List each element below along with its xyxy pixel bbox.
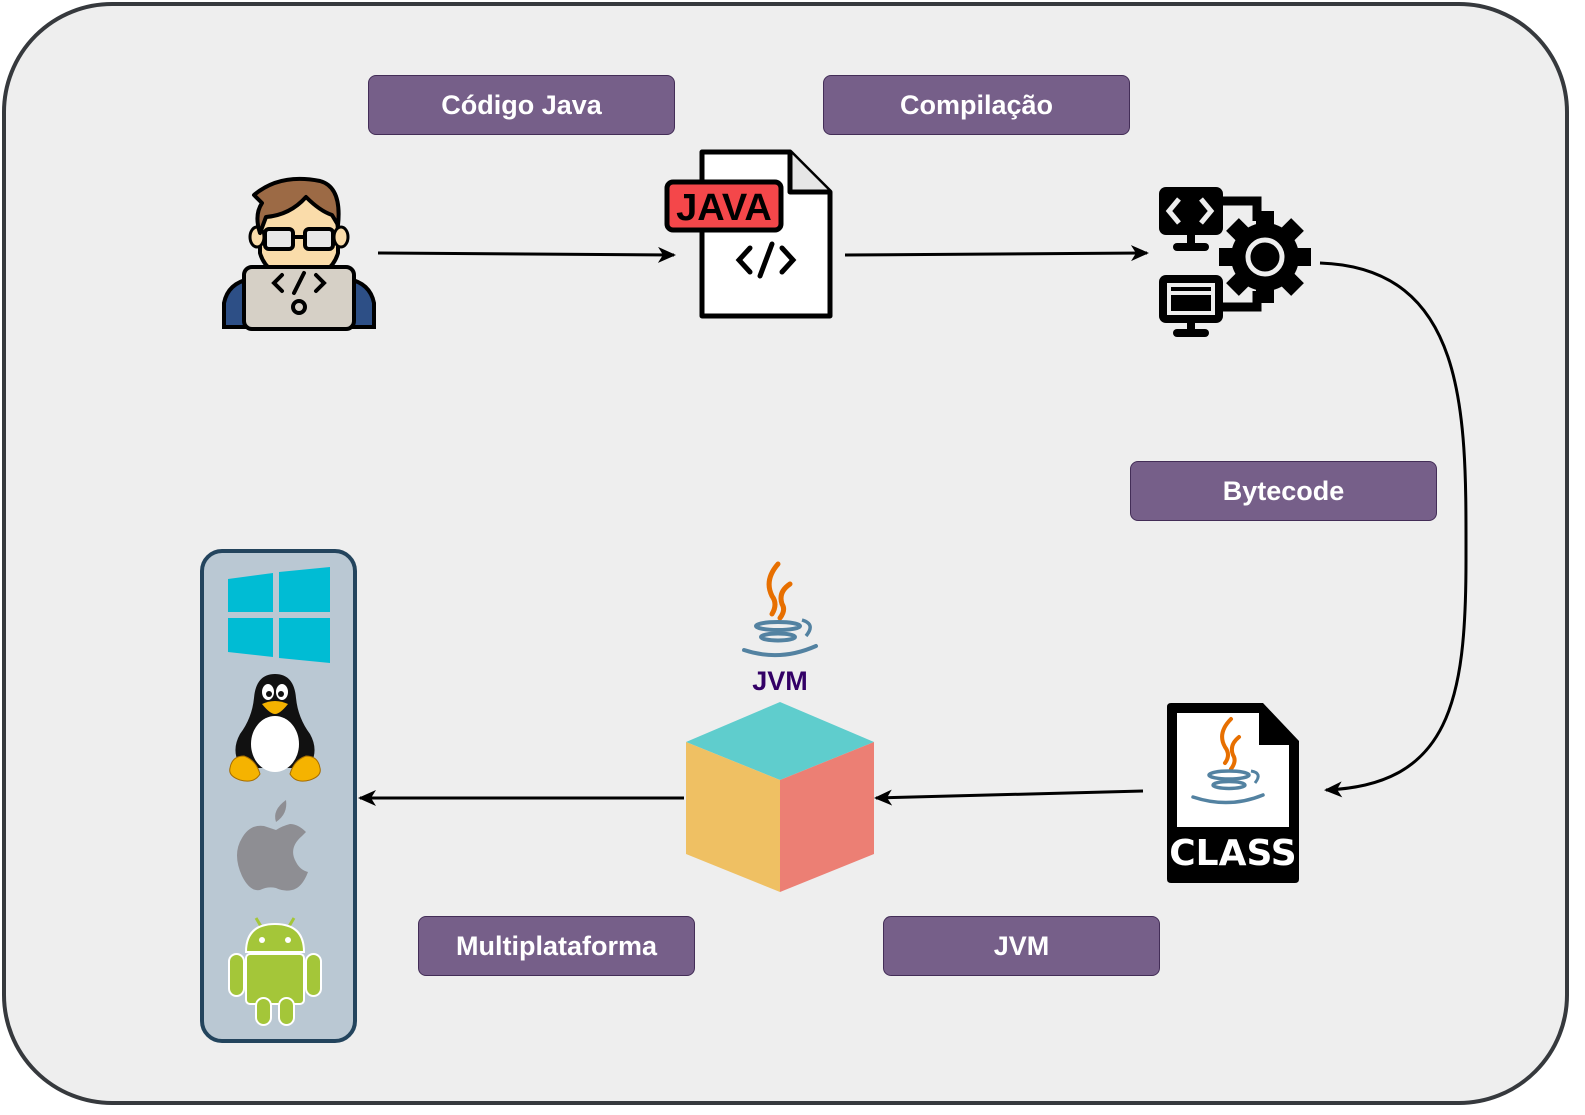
- arrow-java-to-compiler: [844, 245, 1149, 262]
- arrow-compiler-to-class: [1319, 261, 1468, 798]
- arrow-class-to-jvm: [874, 789, 1144, 806]
- label-codigo-java: Código Java: [368, 75, 675, 135]
- linux-icon: [229, 674, 321, 782]
- label-multiplataforma: Multiplataforma: [418, 916, 695, 976]
- class-file-badge: CLASS: [1169, 833, 1296, 874]
- developer-laptop-icon: [222, 176, 376, 331]
- java-coffee-icon: [742, 561, 818, 658]
- windows-icon: [228, 567, 330, 663]
- android-icon: [228, 917, 322, 1026]
- label-compilacao: Compilação: [823, 75, 1130, 135]
- java-file-badge: JAVA: [676, 187, 772, 229]
- label-jvm: JVM: [883, 916, 1160, 976]
- cube-icon: [686, 702, 874, 892]
- class-file-icon: CLASS: [1167, 703, 1299, 883]
- jvm-logo-text: JVM: [752, 666, 808, 696]
- label-bytecode: Bytecode: [1130, 461, 1437, 521]
- arrow-developer-to-java: [377, 246, 676, 263]
- apple-icon: [237, 800, 308, 891]
- compiler-gear-icon: [1159, 187, 1311, 337]
- java-file-icon: JAVA: [664, 149, 833, 319]
